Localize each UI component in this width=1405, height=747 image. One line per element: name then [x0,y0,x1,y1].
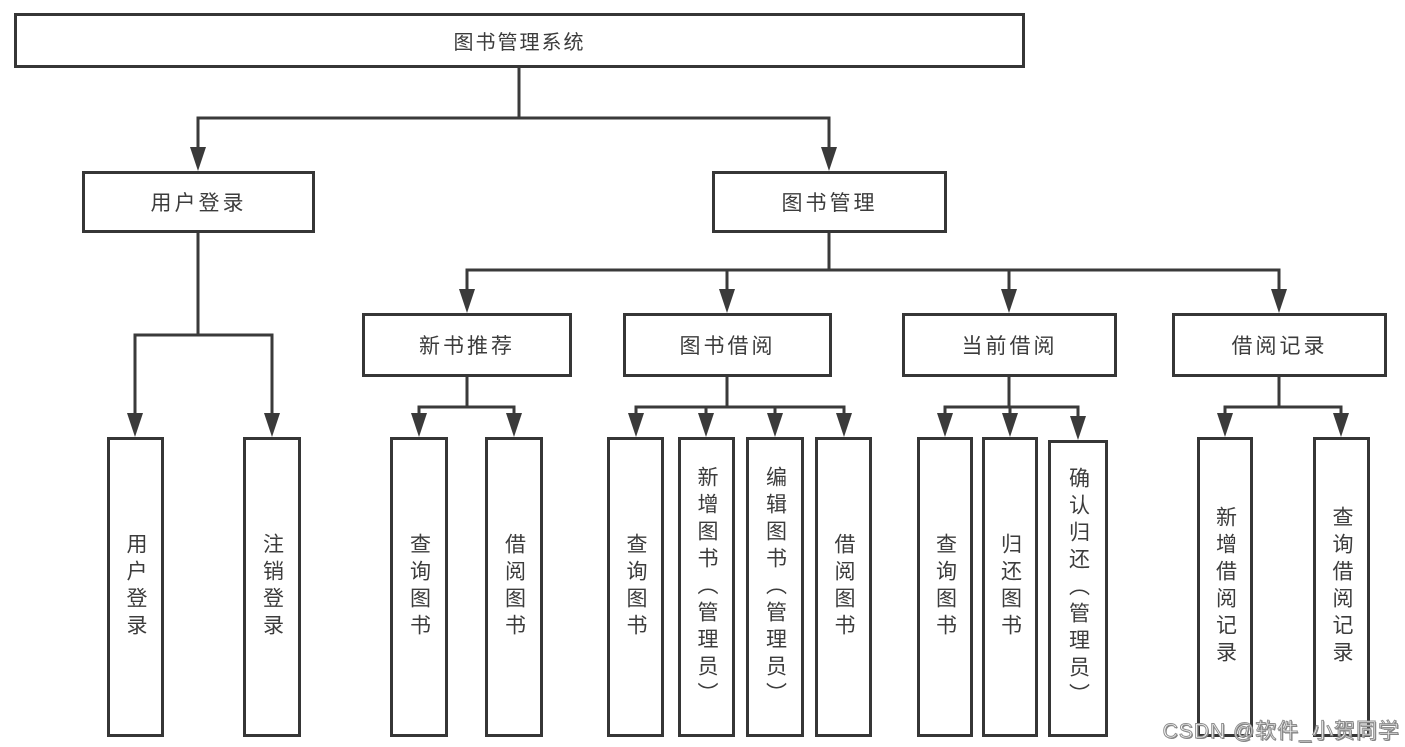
node-label-leaf-logout: 注销登录 [260,533,284,641]
node-leaf-add-borrow-record: 新增借阅记录 [1197,437,1253,737]
arrowhead-icon [836,413,852,437]
arrowhead-icon [628,413,644,437]
node-label-leaf-user-login: 用户登录 [124,533,147,641]
node-leaf-logout: 注销登录 [243,437,301,737]
node-current-borrow: 当前借阅 [902,313,1117,377]
node-label-current-borrow: 当前借阅 [961,335,1058,358]
arrowhead-icon [506,413,522,437]
node-label-leaf-add-book: 新增图书（管理员） [695,465,718,709]
node-leaf-query-books-2: 查询图书 [607,437,664,737]
arrowhead-icon [698,413,714,437]
arrowhead-icon [821,147,837,171]
node-user-login: 用户登录 [82,171,315,233]
node-label-leaf-edit-book: 编辑图书（管理员） [763,465,787,709]
node-label-leaf-borrow-books-1: 借阅图书 [502,533,526,641]
node-book-management: 图书管理 [712,171,947,233]
node-root: 图书管理系统 [14,13,1025,68]
watermark: CSDN @软件_小贺同学 [1162,720,1400,744]
node-label-book-management: 图书管理 [781,192,878,215]
node-borrow-records: 借阅记录 [1172,313,1387,377]
node-label-book-borrow: 图书借阅 [679,335,776,358]
node-leaf-query-books-3: 查询图书 [917,437,973,737]
arrowhead-icon [127,413,143,437]
arrowhead-icon [411,413,427,437]
node-leaf-user-login: 用户登录 [107,437,164,737]
arrowhead-icon [1217,413,1233,437]
node-label-borrow-records: 借阅记录 [1231,335,1328,358]
node-label-leaf-borrow-books-2: 借阅图书 [832,533,855,641]
arrowhead-icon [1333,413,1349,437]
node-leaf-confirm-return: 确认归还（管理员） [1048,440,1108,737]
arrowhead-icon [767,413,783,437]
node-leaf-query-books-1: 查询图书 [390,437,448,737]
node-leaf-borrow-books-1: 借阅图书 [485,437,543,737]
arrowhead-icon [1271,289,1287,313]
node-label-new-book-recommend: 新书推荐 [419,335,515,358]
node-label-user-login: 用户登录 [150,192,247,215]
node-label-leaf-query-books-2: 查询图书 [624,533,647,641]
arrowhead-icon [190,147,206,171]
node-label-leaf-query-books-3: 查询图书 [933,533,957,641]
arrowhead-icon [1001,289,1017,313]
node-label-root: 图书管理系统 [453,32,586,54]
arrowhead-icon [264,413,280,437]
arrowhead-icon [459,289,475,313]
node-leaf-add-book: 新增图书（管理员） [678,437,735,737]
node-book-borrow: 图书借阅 [623,313,832,377]
node-label-leaf-query-borrow-record: 查询借阅记录 [1330,506,1353,668]
arrowhead-icon [1070,416,1086,440]
node-leaf-edit-book: 编辑图书（管理员） [746,437,804,737]
node-label-leaf-add-borrow-record: 新增借阅记录 [1213,506,1237,668]
node-leaf-borrow-books-2: 借阅图书 [815,437,872,737]
arrowhead-icon [937,413,953,437]
node-leaf-return-book: 归还图书 [982,437,1038,737]
arrowhead-icon [1002,413,1018,437]
arrowhead-icon [719,289,735,313]
node-label-leaf-return-book: 归还图书 [998,533,1022,641]
node-label-leaf-query-books-1: 查询图书 [407,533,431,641]
node-label-leaf-confirm-return: 确认归还（管理员） [1066,467,1090,710]
node-leaf-query-borrow-record: 查询借阅记录 [1313,437,1370,737]
node-new-book-recommend: 新书推荐 [362,313,572,377]
